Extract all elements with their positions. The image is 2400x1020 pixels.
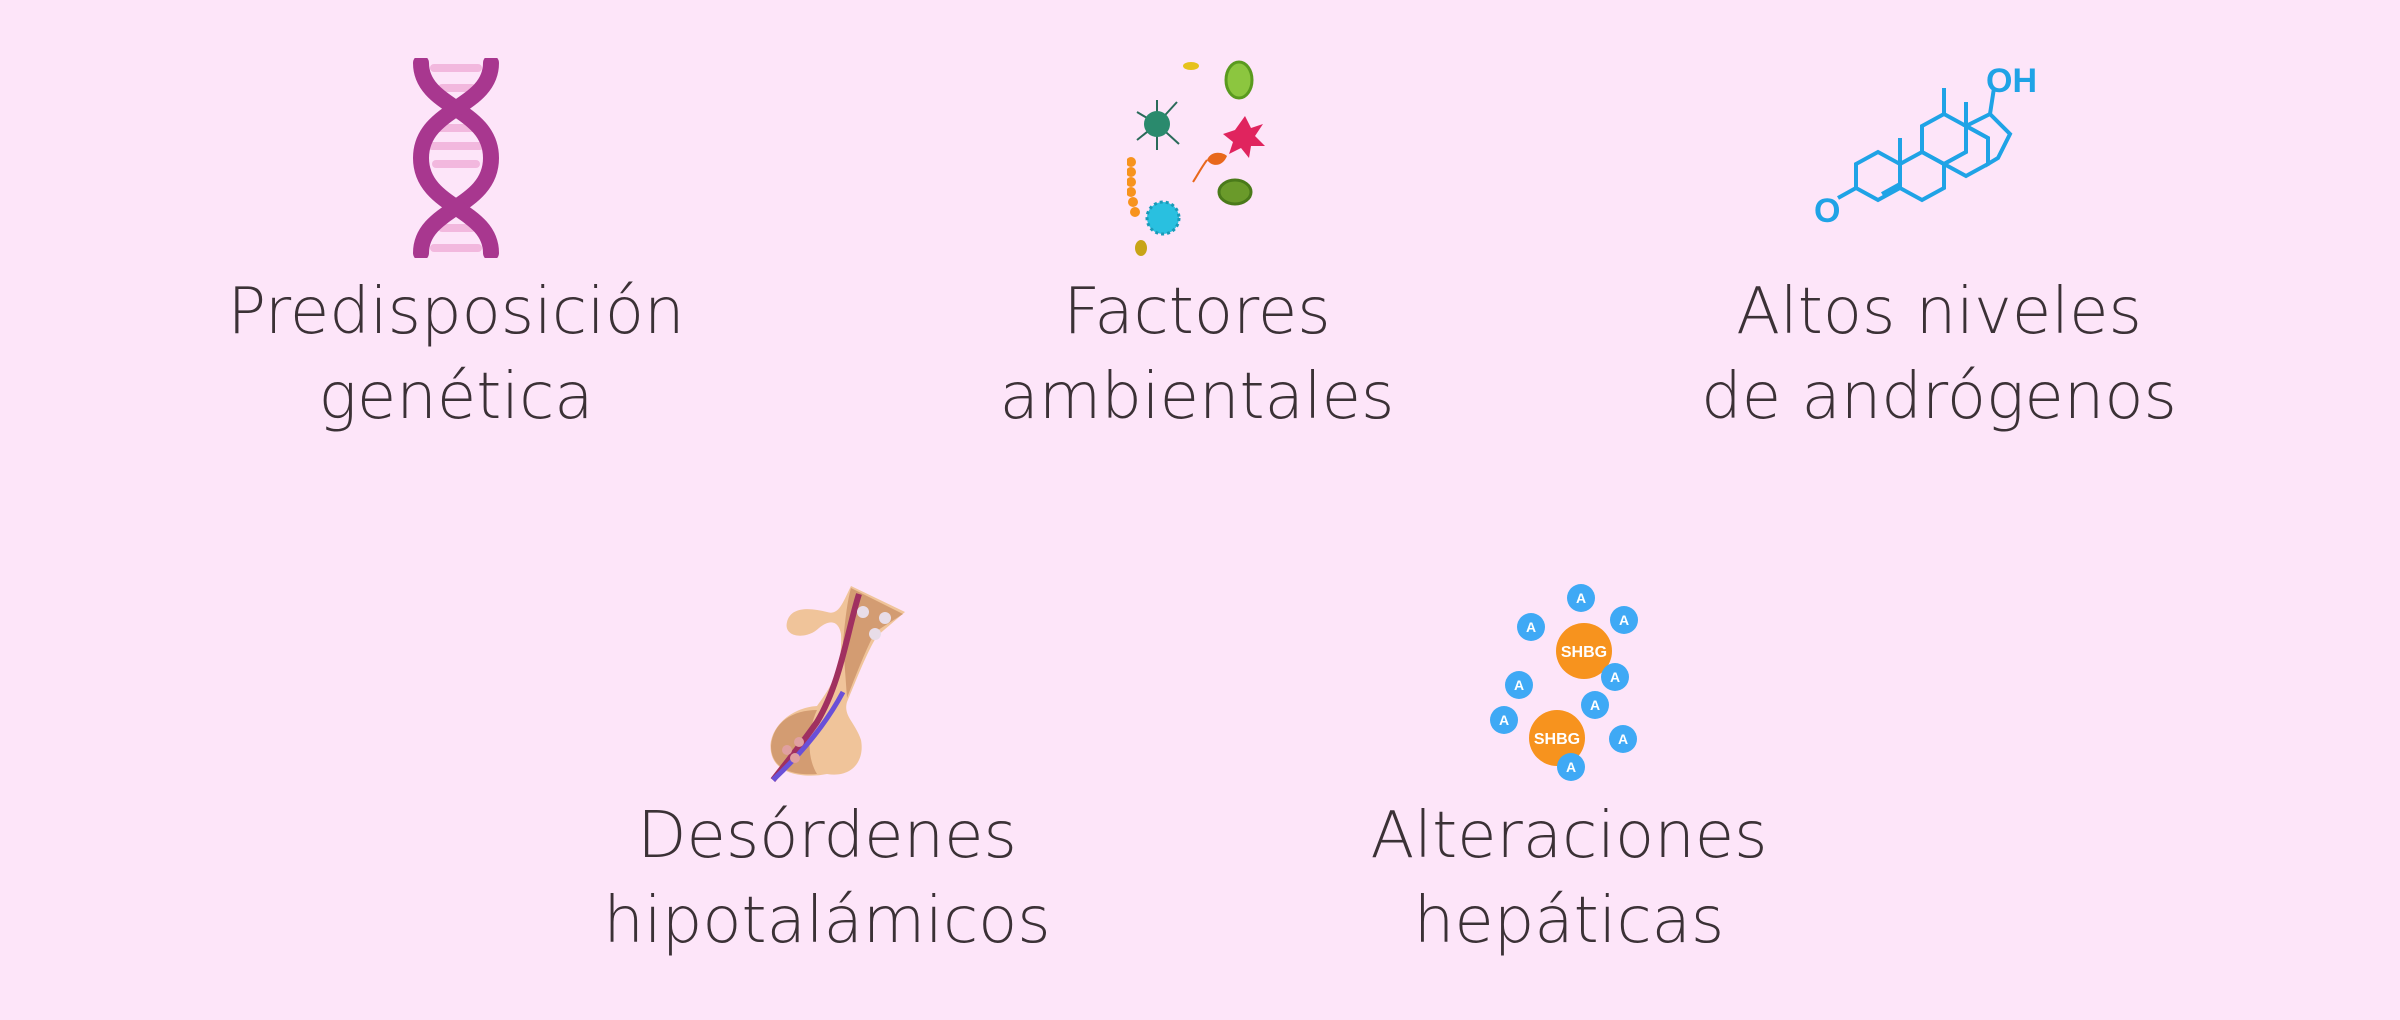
androgen-label: A <box>1566 759 1576 775</box>
hydroxyl-label: OH <box>1986 62 2037 100</box>
item-liver-alterations: SHBG SHBG A A A A A A A A A Alteraciones… <box>1269 582 1869 964</box>
androgen-label: A <box>1619 612 1629 628</box>
androgen-label: A <box>1590 697 1600 713</box>
item-label-line1: Predisposición <box>227 275 685 349</box>
item-label-line1: Factores <box>1063 275 1331 349</box>
androgen-label: A <box>1610 669 1620 685</box>
item-label-line1: Altos niveles <box>1736 275 2142 349</box>
shbg-binding-icon: SHBG SHBG A A A A A A A A A <box>1490 584 1638 781</box>
item-label-line1: Desórdenes <box>637 799 1017 873</box>
item-label-line1: Alteraciones <box>1370 799 1768 873</box>
androgen-label: A <box>1576 590 1586 606</box>
item-label-line2: de andrógenos <box>1701 360 2177 434</box>
hypothalamus-pituitary-icon <box>770 586 905 782</box>
androgen-label: A <box>1618 731 1628 747</box>
androgen-label: A <box>1526 619 1536 635</box>
shbg-label: SHBG <box>1534 731 1580 748</box>
item-hypothalamic-disorders: Desórdenes hipotalámicos <box>527 582 1127 964</box>
item-label-line2: hipotalámicos <box>603 884 1051 958</box>
ketone-label: O <box>1814 192 1840 230</box>
item-label-line2: genética <box>318 360 594 434</box>
item-label-line2: hepáticas <box>1413 884 1725 958</box>
shbg-label: SHBG <box>1561 644 1607 661</box>
item-genetic-predisposition: Predisposición genética <box>156 58 756 440</box>
androgen-label: A <box>1514 677 1524 693</box>
item-label-line2: ambientales <box>999 360 1395 434</box>
item-high-androgen-levels: OH O Altos niveles de andrógenos <box>1639 58 2239 440</box>
item-environmental-factors: Factores ambientales <box>897 58 1497 440</box>
microbes-icon <box>1127 60 1265 256</box>
steroid-molecule-icon: OH O <box>1814 62 2037 230</box>
dna-icon <box>412 58 500 258</box>
androgen-label: A <box>1499 712 1509 728</box>
